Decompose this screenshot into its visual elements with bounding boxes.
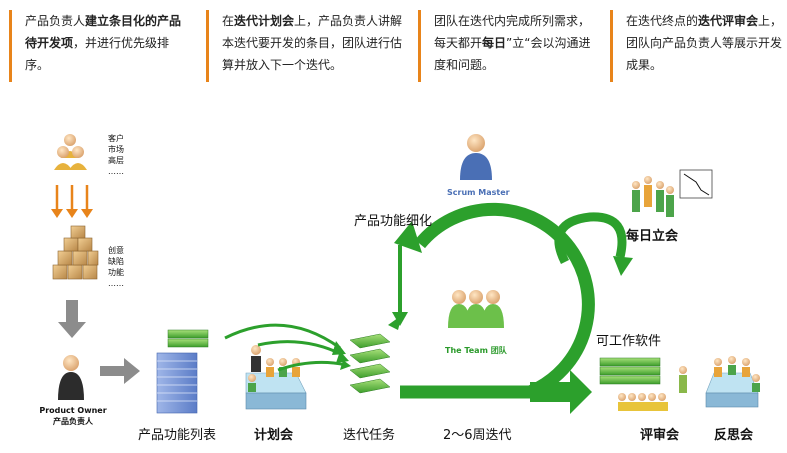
step-3-description: 团队在迭代内完成所列需求，每天都开每日”立“会以沟通进度和问题。 bbox=[418, 10, 598, 82]
step-4-description: 在迭代终点的迭代评审会上，团队向产品负责人等展示开发成果。 bbox=[610, 10, 785, 82]
step-3-text-end: ”立“会以沟通进度和问题。 bbox=[434, 36, 591, 72]
product-owner-cn: 产品负责人 bbox=[53, 417, 93, 426]
review-label: 评审会 bbox=[640, 428, 680, 443]
scrum-master-icon bbox=[460, 134, 492, 180]
source-more: …… bbox=[108, 279, 124, 288]
step-4-text: 在迭代终点的 bbox=[626, 14, 699, 28]
source-feature: 功能 bbox=[108, 268, 124, 277]
review-meeting-icon bbox=[618, 366, 687, 411]
source-idea: 创意 bbox=[108, 246, 124, 255]
daily-loop-arrow bbox=[554, 212, 627, 265]
scrum-master-label: Scrum Master bbox=[447, 188, 510, 197]
step-1-emphasis: 建立条目化的产品待开发项 bbox=[25, 14, 182, 50]
team-icon bbox=[448, 290, 504, 328]
step-1-text-end: ，并进行优先级排序。 bbox=[25, 36, 170, 72]
source-defect: 缺陷 bbox=[108, 257, 124, 266]
sprint-tasks-label: 迭代任务 bbox=[343, 428, 396, 443]
working-software-stack-icon bbox=[599, 357, 661, 385]
step-2-text-end: 上，产品负责人讲解本迭代要开发的条目，团队进行估算并放入下一个迭代。 bbox=[222, 14, 403, 72]
step-3-text: 团队在迭代内完成所列需求，每天都开 bbox=[434, 14, 591, 50]
step-2-emphasis: 迭代计划会 bbox=[234, 14, 295, 28]
step-2-text: 在 bbox=[222, 14, 235, 28]
stakeholder-market: 市场 bbox=[108, 145, 124, 154]
stakeholders-icon bbox=[54, 134, 87, 170]
stakeholder-customer: 客户 bbox=[108, 134, 124, 143]
sprint-cycle-arrow bbox=[388, 202, 595, 414]
step-1-description: 产品负责人建立条目化的产品待开发项，并进行优先级排序。 bbox=[9, 10, 189, 82]
step-4-text-end: 上，团队向产品负责人等展示开发成果。 bbox=[626, 14, 783, 72]
product-owner-label: Product Owner 产品负责人 bbox=[36, 405, 110, 427]
gray-down-arrow bbox=[58, 300, 86, 338]
backlog-label: 产品功能列表 bbox=[138, 428, 217, 443]
gray-right-arrow bbox=[100, 358, 140, 384]
stakeholder-more: …… bbox=[108, 167, 124, 176]
daily-standup-label: 每日立会 bbox=[626, 229, 679, 244]
refine-label: 产品功能细化 bbox=[354, 214, 433, 229]
team-label: The Team 团队 bbox=[445, 346, 507, 355]
step-2-description: 在迭代计划会上，产品负责人讲解本迭代要开发的条目，团队进行估算并放入下一个迭代。 bbox=[206, 10, 406, 82]
stakeholder-executive: 高层 bbox=[108, 156, 124, 165]
backlog-source-list: 创意 缺陷 功能 …… bbox=[108, 245, 124, 289]
step-1-text: 产品负责人 bbox=[25, 14, 86, 28]
boxes-pile-icon bbox=[52, 225, 99, 280]
product-owner-icon bbox=[58, 355, 84, 400]
retrospective-label: 反思会 bbox=[714, 428, 754, 443]
daily-standup-icon bbox=[632, 176, 674, 217]
burndown-chart-icon bbox=[679, 169, 713, 199]
planning-label: 计划会 bbox=[254, 428, 294, 443]
orange-down-arrows bbox=[51, 185, 93, 218]
planning-meeting-icon bbox=[245, 345, 307, 410]
step-4-emphasis: 迭代评审会 bbox=[698, 14, 759, 28]
sprint-tasks-stack-icon bbox=[349, 333, 391, 394]
retrospective-meeting-icon bbox=[705, 356, 760, 408]
iteration-label: 2～6周迭代 bbox=[443, 428, 512, 443]
product-owner-en: Product Owner bbox=[39, 406, 107, 415]
step-3-emphasis: 每日 bbox=[482, 36, 507, 50]
stakeholder-list: 客户 市场 高层 …… bbox=[108, 133, 124, 177]
working-software-label: 可工作软件 bbox=[596, 334, 662, 349]
product-backlog-stack-icon bbox=[156, 329, 209, 414]
